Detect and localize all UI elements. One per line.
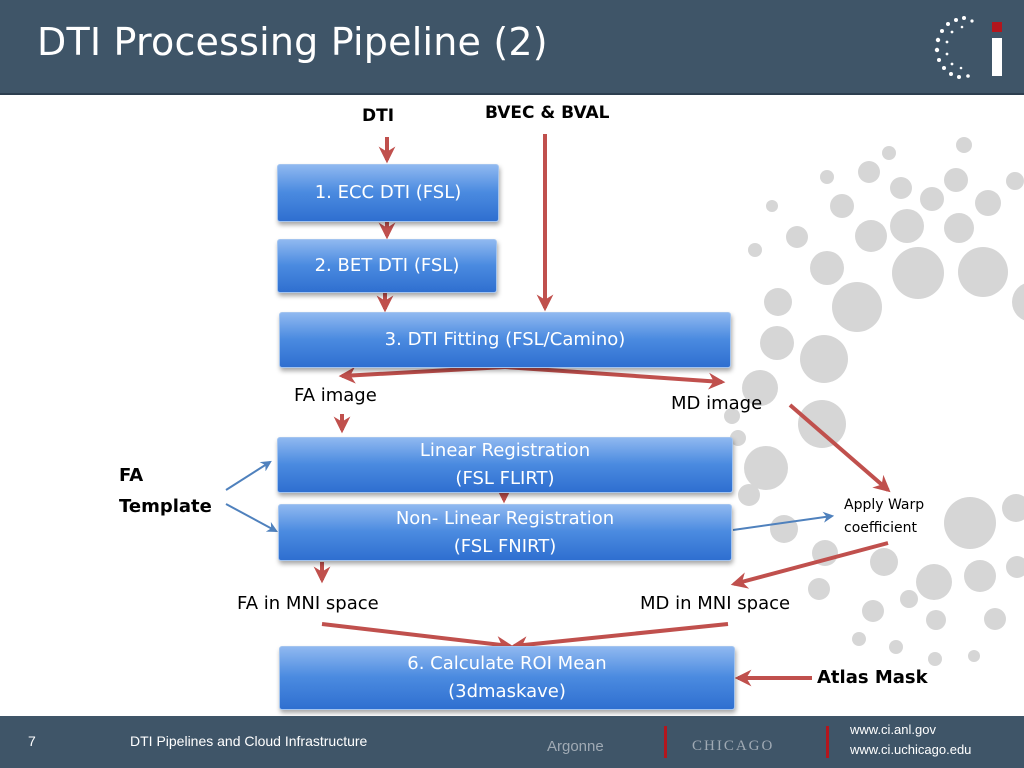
footer-separator [826, 726, 829, 758]
fa-mni-label: FA in MNI space [237, 593, 379, 614]
arrow-template-to-linear [225, 460, 272, 491]
step-nonlinear-registration-label: Non- Linear Registration [395, 507, 615, 529]
fa-image-label: FA image [294, 385, 377, 406]
footer-url-uchicago[interactable]: www.ci.uchicago.edu [850, 742, 972, 757]
slide-number: 7 [28, 733, 36, 749]
step-nonlinear-registration-tool: (FSL FNIRT) [453, 535, 557, 557]
step-roi-mean-box: 6. Calculate ROI Mean (3dmaskave) [279, 646, 735, 710]
step-roi-mean-label: 6. Calculate ROI Mean [407, 653, 607, 674]
input-dti-label: DTI [362, 106, 395, 126]
apply-warp-label-line1: Apply Warp [844, 497, 925, 513]
step-linear-registration-label: Linear Registration [419, 440, 591, 461]
input-fa-template-line2: Template [119, 496, 212, 517]
step-bet-label: 2. BET DTI (FSL) [314, 255, 460, 276]
step-ecc-label: 1. ECC DTI (FSL) [314, 182, 462, 203]
step-ecc-box: 1. ECC DTI (FSL) [277, 164, 499, 222]
md-mni-label: MD in MNI space [640, 593, 791, 614]
ci-logo-dots-icon [934, 16, 1002, 79]
ci-logo: ci [928, 10, 1016, 84]
footer-separator [664, 726, 667, 758]
arrow-fa-mni-to-roi [321, 622, 514, 653]
arrow-md-mni-to-roi [510, 622, 729, 653]
step-linear-registration-tool: (FSL FLIRT) [455, 468, 555, 489]
arrow-apply-warp-to-md-mni [730, 541, 889, 589]
footer-title: DTI Pipelines and Cloud Infrastructure [130, 733, 368, 749]
arrow-fitting-to-md-image [504, 365, 726, 390]
arrow-template-to-nonlinear [225, 503, 278, 533]
footer-url-anl[interactable]: www.ci.anl.gov [850, 722, 936, 737]
arrow-fitting-to-fa-image [338, 365, 506, 384]
slide-title: DTI Processing Pipeline (2) [37, 20, 548, 64]
md-image-label: MD image [671, 393, 763, 414]
input-fa-template-line1: FA [119, 465, 144, 486]
input-bvec-bval-label: BVEC & BVAL [485, 103, 610, 123]
footer-bar: 7 DTI Pipelines and Cloud Infrastructure… [0, 716, 1024, 768]
header-bar: DTI Processing Pipeline (2) ci [0, 0, 1024, 95]
step-fitting-label: 3. DTI Fitting (FSL/Camino) [384, 329, 626, 350]
uchicago-logo: CHICAGO [692, 738, 775, 754]
input-atlas-mask-label: Atlas Mask [817, 667, 928, 688]
step-fitting-box: 3. DTI Fitting (FSL/Camino) [279, 312, 731, 368]
step-roi-mean-tool: (3dmaskave) [448, 681, 566, 702]
argonne-logo: Argonne [547, 738, 604, 755]
step-bet-box: 2. BET DTI (FSL) [277, 239, 497, 293]
step-nonlinear-registration-box: Non- Linear Registration (FSL FNIRT) [278, 504, 732, 561]
apply-warp-label-line2: coefficient [844, 520, 917, 536]
step-linear-registration-box: Linear Registration (FSL FLIRT) [277, 437, 733, 493]
